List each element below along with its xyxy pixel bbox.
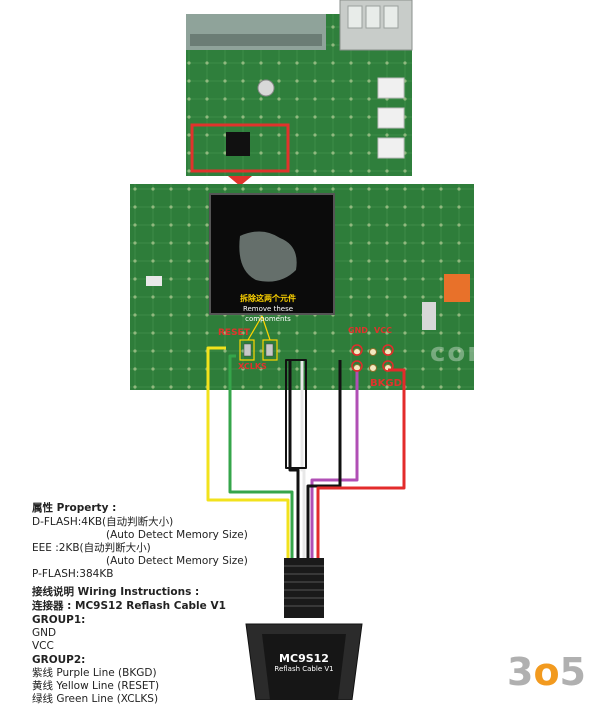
remove-cn-label: 拆除这两个元件 — [240, 294, 296, 303]
black-wire-2 — [306, 360, 342, 560]
remove-components-markers — [239, 315, 278, 361]
connector-line: 连接器 : MC9S12 Reflash Cable V1 — [32, 600, 226, 612]
connector-line2: Reflash Cable V1 — [274, 665, 334, 673]
xclks-label: XCLKS — [238, 362, 267, 371]
property-title: 属性 Property : — [32, 502, 117, 514]
connector-label: MC9S12 Reflash Cable V1 — [262, 652, 346, 673]
group1-vcc: VCC — [32, 640, 54, 652]
dflash-note: (Auto Detect Memory Size) — [106, 529, 248, 541]
black-wire-gnd — [288, 360, 300, 560]
eee-note: (Auto Detect Memory Size) — [106, 555, 248, 567]
logo-digit-right: 5 — [559, 650, 586, 694]
gnd-label: GND — [348, 326, 368, 335]
brand-logo: 3o5 — [507, 650, 586, 694]
remove-components-note: 拆除这两个元件 Remove these compoments — [222, 294, 314, 324]
remove-en-label: Remove these compoments — [242, 305, 294, 323]
group1-title: GROUP1: — [32, 614, 86, 626]
purple-line-text: 紫线 Purple Line (BKGD) — [32, 667, 157, 679]
group1-gnd: GND — [32, 627, 57, 639]
bkgd-label: BKGD — [370, 378, 402, 389]
green-wire — [228, 354, 294, 560]
yellow-line-text: 黄线 Yellow Line (RESET) — [32, 680, 160, 692]
vcc-label: VCC — [374, 326, 392, 335]
reflash-cable — [245, 558, 363, 700]
zoomed-pcb — [130, 184, 474, 390]
dflash-line: D-FLASH:4KB(自动判断大小) — [32, 516, 174, 528]
wires — [206, 344, 406, 560]
red-wire — [316, 368, 406, 560]
group2-title: GROUP2: — [32, 654, 86, 666]
purple-wire — [310, 370, 359, 560]
logo-digit-left: 3 — [506, 650, 534, 694]
reset-label: RESET — [218, 328, 250, 338]
white-wire-vcc — [300, 360, 306, 560]
chip-highlight-box — [190, 123, 290, 173]
top-ecu-board — [186, 0, 413, 176]
pflash-line: P-FLASH:384KB — [32, 568, 114, 580]
logo-digit-mid: o — [533, 650, 560, 694]
connector-line1: MC9S12 — [279, 652, 329, 665]
pointer-arrow — [228, 176, 252, 186]
yellow-wire — [206, 346, 290, 560]
wiring-title: 接线说明 Wiring Instructions : — [32, 586, 200, 598]
watermark-text: com — [430, 338, 497, 368]
eee-line: EEE :2KB(自动判断大小) — [32, 542, 151, 554]
